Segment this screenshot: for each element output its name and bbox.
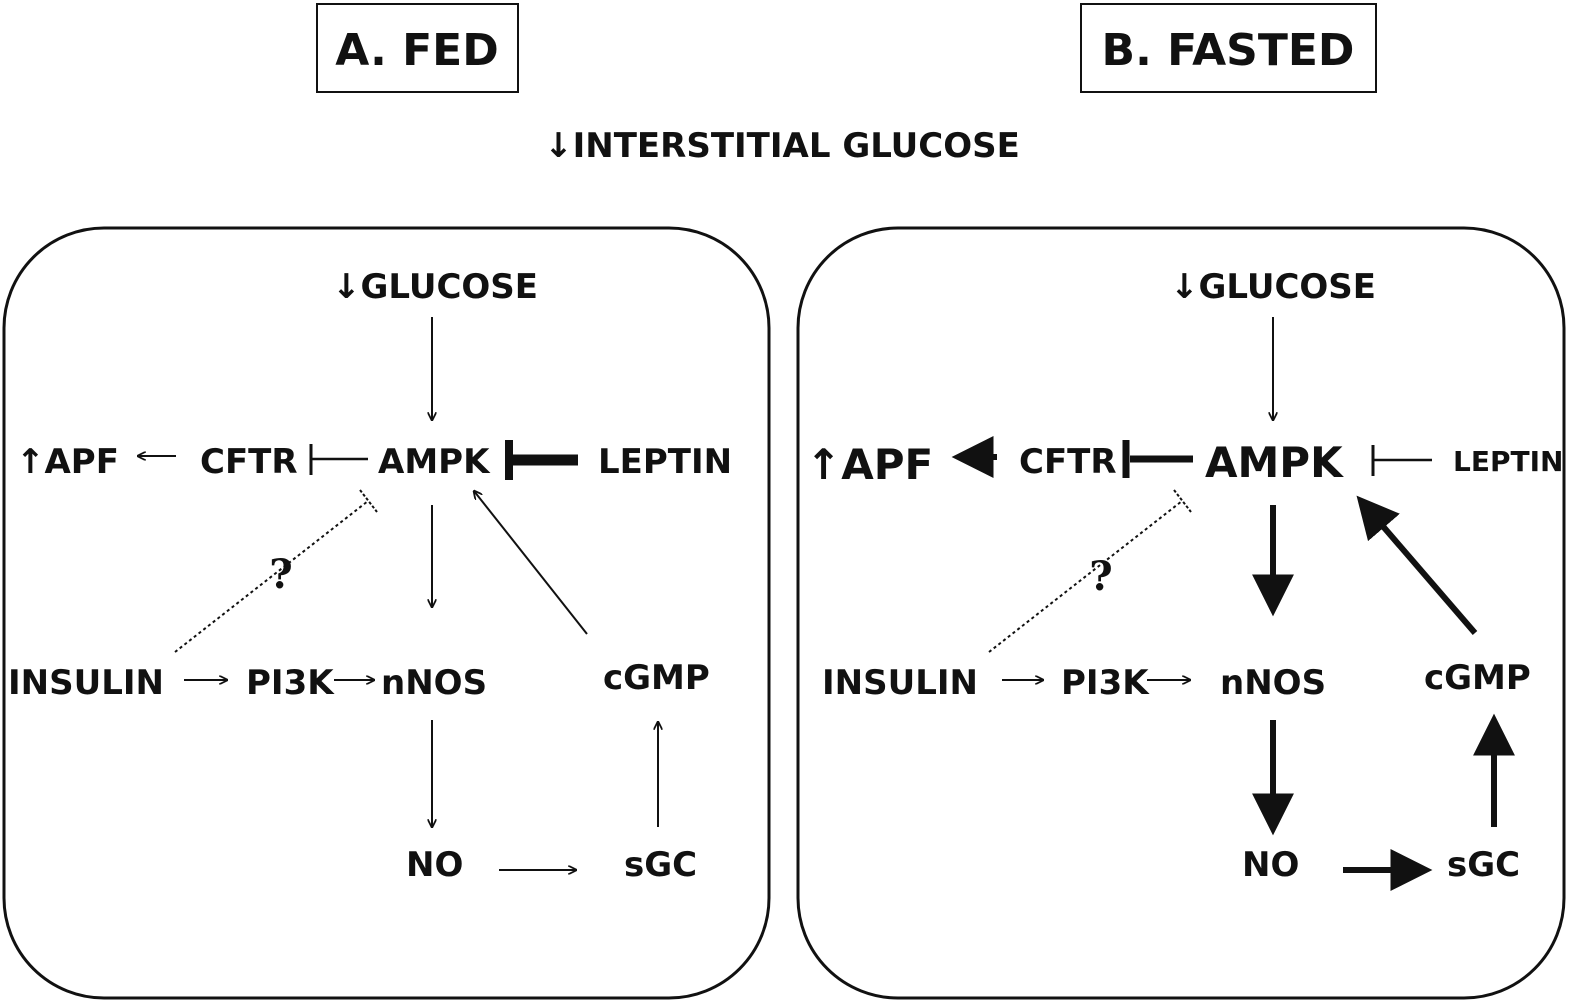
panel-a-cftr: CFTR: [200, 442, 298, 482]
panel-b-pi3k: PI3K: [1061, 663, 1150, 703]
panel-b-cgmp: cGMP: [1424, 658, 1531, 698]
panel-a-title: A. FED: [335, 25, 499, 76]
panel-b-frame: [796, 226, 1566, 1000]
panel-b-question: ?: [1089, 553, 1112, 600]
panel-b-apf: ↑APF: [806, 440, 933, 489]
panel-b-title-box: B. FASTED: [1080, 3, 1377, 93]
panel-b: ↓GLUCOSE ↑APF CFTR AMPK LEPTIN ? INSULIN…: [806, 267, 1563, 891]
panel-a-apf: ↑APF: [16, 442, 119, 482]
panel-a-frame: [2, 226, 771, 1000]
panel-b-nnos: nNOS: [1220, 663, 1326, 703]
panel-a-leptin: LEPTIN: [598, 442, 732, 482]
panel-a-no: NO: [406, 845, 463, 885]
panel-a-insulin: INSULIN: [8, 663, 164, 703]
interstitial-glucose-label: ↓INTERSTITIAL GLUCOSE: [544, 126, 1020, 166]
panel-b-glucose: ↓GLUCOSE: [1170, 267, 1376, 307]
panel-a-question: ?: [269, 551, 292, 598]
panel-a-nnos: nNOS: [381, 663, 487, 703]
panel-a-insulin-dashed-inhibit: [174, 500, 369, 653]
panel-a-cgmp-ampk-arrow: [474, 491, 588, 635]
panel-b-ampk: AMPK: [1205, 438, 1344, 487]
panel-b-sgc: sGC: [1447, 845, 1520, 885]
panel-b-cgmp-ampk-arrow: [1356, 495, 1478, 635]
panel-a-dashed-bar: [359, 489, 378, 513]
panel-b-insulin-dashed-inhibit: [988, 500, 1183, 653]
panel-b-dashed-bar: [1173, 489, 1192, 513]
panel-b-title: B. FASTED: [1102, 25, 1355, 76]
panel-a: ↓GLUCOSE ↑APF CFTR AMPK LEPTIN ? INSULIN…: [8, 267, 732, 885]
panel-b-no: NO: [1242, 845, 1299, 885]
panel-b-insulin: INSULIN: [822, 663, 978, 703]
panel-a-sgc: sGC: [624, 845, 697, 885]
panel-a-glucose: ↓GLUCOSE: [332, 267, 538, 307]
panel-a-pi3k: PI3K: [246, 663, 335, 703]
panel-a-ampk: AMPK: [378, 442, 491, 482]
panel-b-cftr: CFTR: [1019, 442, 1117, 482]
panel-b-leptin: LEPTIN: [1453, 445, 1563, 478]
panel-a-cgmp: cGMP: [603, 658, 710, 698]
panel-a-title-box: A. FED: [316, 3, 519, 93]
